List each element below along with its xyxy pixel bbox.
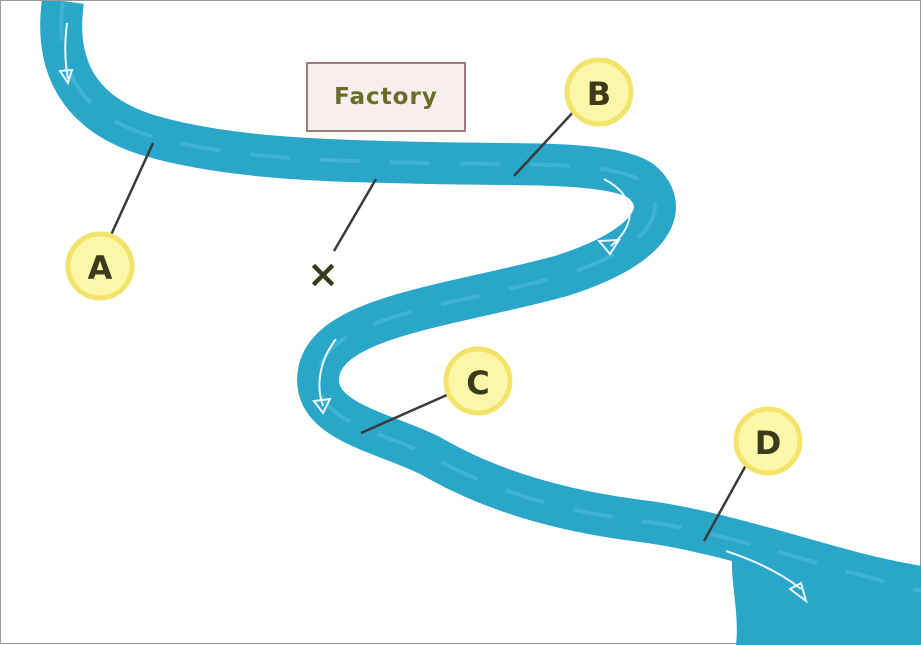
label-b: B [564, 57, 634, 127]
factory-building: Factory [306, 62, 466, 132]
flow-arrow-icon [725, 550, 808, 604]
flow-arrow-icon [312, 338, 337, 415]
river [40, 1, 921, 612]
factory-label: Factory [334, 84, 438, 110]
label-d-text: D [755, 424, 782, 462]
label-a-text: A [88, 249, 113, 287]
leader-line-x [332, 178, 378, 252]
leader-lines [104, 108, 753, 542]
label-c: C [443, 346, 513, 416]
label-d: D [733, 406, 803, 476]
flow-arrow-icon [58, 22, 74, 86]
label-c-text: C [466, 364, 489, 402]
leader-line-d [702, 455, 753, 542]
pollution-marker: × [307, 252, 339, 296]
leader-line-b [513, 108, 577, 177]
flow-arrows [58, 22, 808, 604]
leader-line-a [104, 142, 155, 247]
river-mouth [731, 521, 921, 645]
leader-line-c [360, 389, 457, 435]
label-b-text: B [587, 75, 611, 113]
label-a: A [65, 231, 135, 301]
flow-arrow-icon [596, 178, 631, 256]
river-highlight [59, 1, 921, 593]
